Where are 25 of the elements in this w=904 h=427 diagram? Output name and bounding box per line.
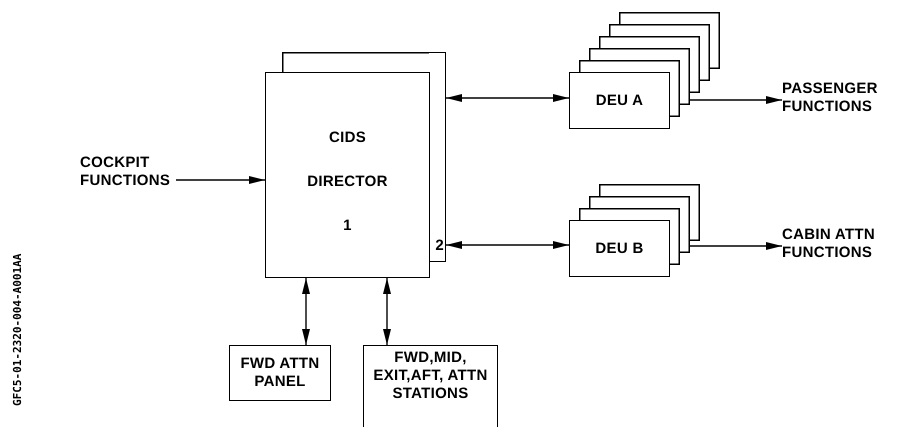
node-label: CIDS bbox=[328, 129, 366, 147]
unit-box bbox=[429, 52, 446, 262]
unit-box bbox=[265, 72, 430, 278]
unit-box bbox=[569, 220, 670, 277]
arrow bbox=[446, 241, 569, 249]
node-label: 2 bbox=[435, 237, 444, 255]
unit-box bbox=[229, 345, 331, 401]
node-label: COCKPIT FUNCTIONS bbox=[80, 154, 172, 190]
node-label: PASSENGER FUNCTIONS bbox=[782, 80, 879, 116]
figure-code: GFC5-01-2320-004-A001AA bbox=[10, 254, 25, 406]
node-label: DEU B bbox=[595, 240, 644, 258]
arrow bbox=[446, 94, 569, 102]
node-label: 1 bbox=[343, 217, 352, 235]
arrow bbox=[176, 176, 265, 184]
arrow bbox=[690, 96, 782, 104]
arrow bbox=[383, 278, 391, 345]
node-label: FWD,MID, EXIT,AFT, ATTN STATIONS bbox=[372, 349, 489, 403]
arrow bbox=[690, 242, 782, 250]
node-label: FWD ATTN PANEL bbox=[239, 355, 321, 391]
node-label: DEU A bbox=[596, 92, 644, 110]
unit-box bbox=[569, 72, 670, 129]
node-label: DIRECTOR bbox=[307, 173, 388, 191]
arrow bbox=[302, 278, 310, 345]
node-label: CABIN ATTN FUNCTIONS bbox=[782, 226, 876, 262]
unit-box bbox=[363, 345, 498, 427]
